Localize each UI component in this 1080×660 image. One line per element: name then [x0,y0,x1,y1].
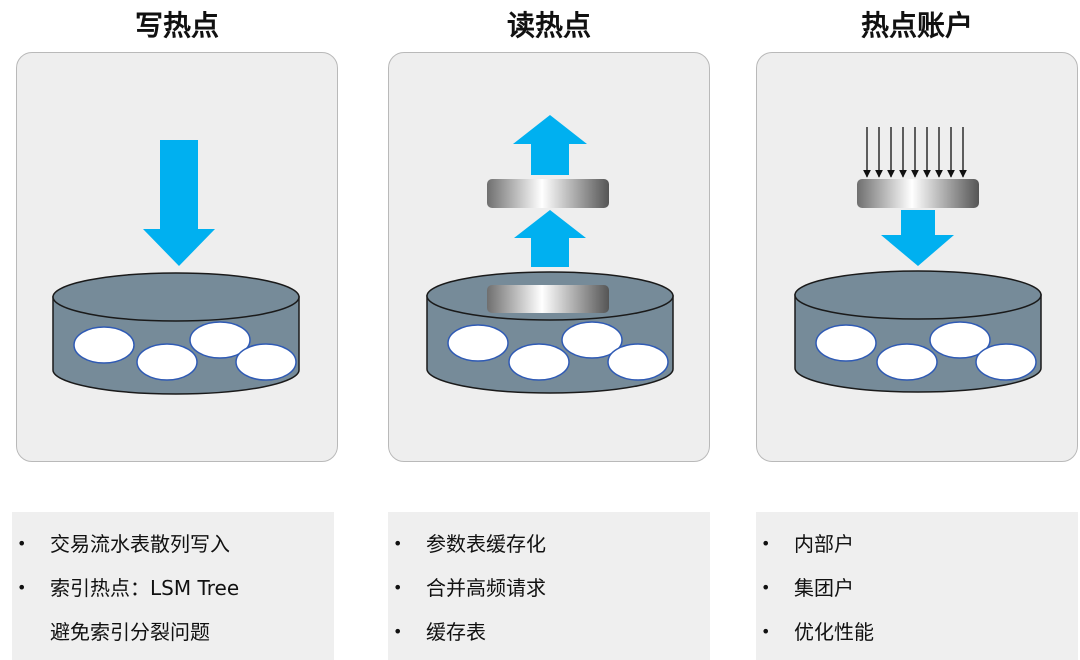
bullet-icon: • [17,578,27,597]
hot-account-diagram [794,127,1042,393]
read-arrow-up-icon [513,115,587,175]
database-cylinder-icon [426,271,674,394]
title-hot-account: 热点账户 [860,9,973,42]
data-record-icon [73,326,135,364]
data-record-icon [136,343,198,381]
bullet-icon: • [393,534,403,553]
list-item: • 缓存表 [388,610,710,654]
buffer-layer-icon [857,179,979,208]
note-text: 集团户 [794,576,854,600]
title-read-hotspot: 读热点 [506,9,591,42]
notes-hot-account: • 内部户 • 集团户 • 优化性能 [756,512,1078,660]
database-cylinder-icon [794,270,1042,393]
database-cylinder-icon [52,272,300,395]
note-text: 参数表缓存化 [426,532,546,556]
list-item: • 参数表缓存化 [388,522,710,566]
bullet-icon: • [761,534,771,553]
data-record-icon [561,321,623,359]
list-item: • 内部户 [756,522,1078,566]
note-text: 索引热点：LSM Tree [50,576,240,600]
data-record-icon [508,343,570,381]
data-record-icon [447,324,509,362]
cache-layer-icon [487,285,609,313]
list-item: • 集团户 [756,566,1078,610]
notes-write-hotspot: • 交易流水表散列写入 • 索引热点：LSM Tree 避免索引分裂问题 [12,512,334,660]
list-item: • 交易流水表散列写入 [12,522,334,566]
write-hotspot-diagram [52,140,300,395]
panel-write-hotspot [16,52,338,462]
note-text: 内部户 [794,532,854,556]
data-record-icon [189,321,251,359]
notes-read-hotspot: • 参数表缓存化 • 合并高频请求 • 缓存表 [388,512,710,660]
data-record-icon [975,343,1037,381]
note-text: 优化性能 [794,620,874,644]
list-item: • 合并高频请求 [388,566,710,610]
panel-hot-account [756,52,1078,462]
bullet-icon: • [393,578,403,597]
note-text: 缓存表 [426,620,486,644]
title-write-hotspot: 写热点 [134,9,219,42]
cache-layer-icon [487,179,609,208]
note-text: 合并高频请求 [426,576,546,600]
data-record-icon [929,321,991,359]
read-arrow-up-icon [514,210,586,267]
data-record-icon [815,324,877,362]
bullet-icon: • [761,578,771,597]
data-record-icon [235,343,297,381]
bullet-icon: • [761,622,771,641]
concurrent-requests-icon [863,127,967,178]
account-arrow-down-icon [881,210,954,266]
panel-read-hotspot [388,52,710,462]
write-arrow-down-icon [143,140,215,266]
note-text: 交易流水表散列写入 [50,532,230,556]
read-hotspot-diagram [426,115,674,394]
bullet-icon: • [393,622,403,641]
note-text: 避免索引分裂问题 [50,620,210,644]
list-item: • 优化性能 [756,610,1078,654]
list-item: • 索引热点：LSM Tree [12,566,334,610]
data-record-icon [607,343,669,381]
data-record-icon [876,343,938,381]
list-item: 避免索引分裂问题 [12,610,334,654]
bullet-icon: • [17,534,27,553]
